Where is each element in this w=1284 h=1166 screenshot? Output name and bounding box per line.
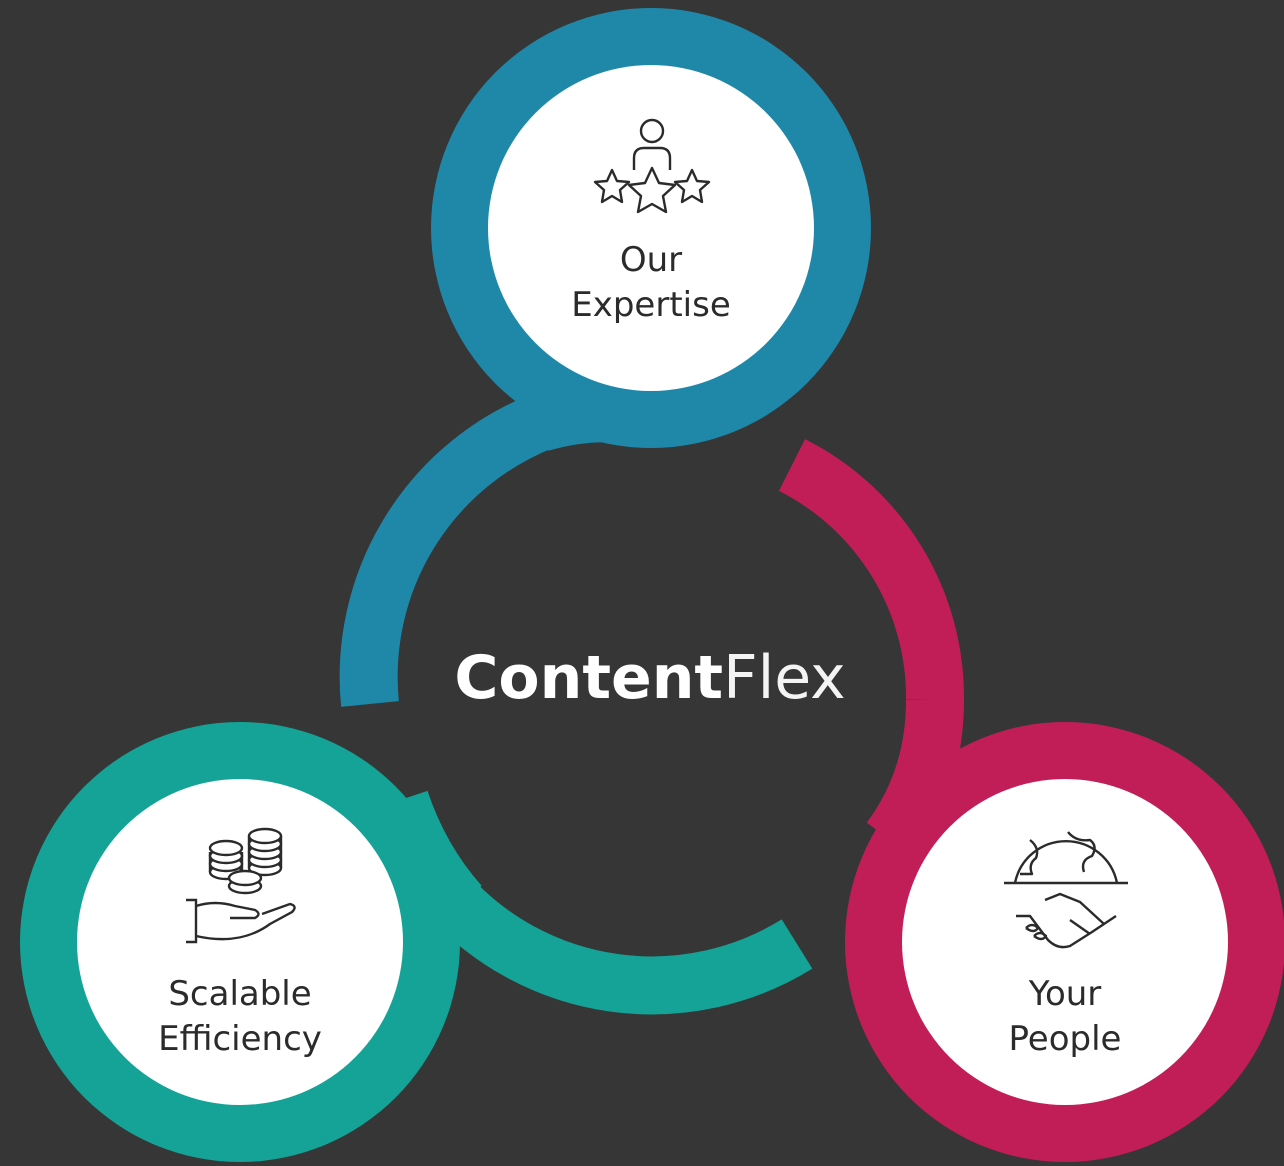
coins-hand-icon (186, 827, 296, 944)
node-efficiency (77, 779, 403, 1105)
node-label-expertise: Our Expertise (531, 238, 771, 328)
person-stars-icon (593, 118, 711, 214)
arc-expertise (339, 392, 556, 707)
arc-efficiency (426, 875, 813, 1015)
node-people (902, 779, 1228, 1105)
node-label-people: Your People (945, 972, 1185, 1062)
globe-handshake-icon (1004, 831, 1128, 949)
node-label-line2: Expertise (571, 285, 731, 325)
center-title: ContentFlex (300, 638, 1000, 718)
node-label-efficiency: Scalable Efficiency (120, 972, 360, 1062)
node-label-line2: People (1008, 1019, 1122, 1059)
node-label-line1: Scalable (168, 974, 312, 1014)
node-label-line2: Efficiency (158, 1019, 322, 1059)
node-expertise (488, 65, 814, 391)
arc-people (778, 439, 965, 701)
node-label-line1: Our (619, 240, 683, 280)
center-title-bold: Content (454, 643, 724, 713)
center-title-light: Flex (723, 643, 846, 713)
node-label-line1: Your (1028, 974, 1102, 1014)
